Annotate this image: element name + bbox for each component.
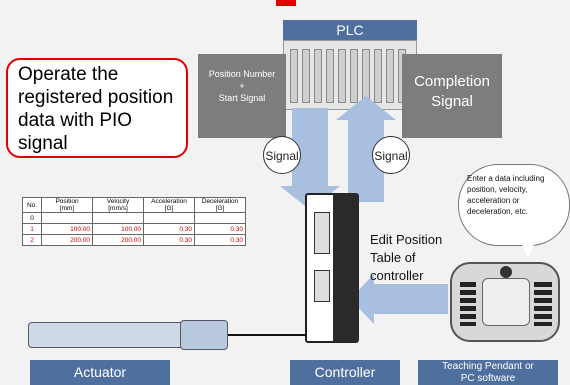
table-cell — [194, 212, 246, 224]
table-cell: 1 — [22, 223, 42, 235]
table-cell: 100.00 — [92, 223, 144, 235]
table-cell: 100.00 — [41, 223, 93, 235]
left-arrow-shaft — [372, 284, 448, 314]
table-header: Deceleration[G] — [194, 197, 246, 213]
table-cell: 0.30 — [194, 234, 246, 246]
table-cell — [143, 212, 195, 224]
signal-circle-down: Signal — [263, 136, 301, 174]
controller-side-panel — [333, 193, 359, 343]
plc-slot — [362, 49, 370, 103]
signal-label: Signal — [431, 93, 473, 110]
bubble-tail — [520, 240, 536, 258]
controller-connector — [314, 270, 330, 302]
info-bubble: Enter a data including position, velocit… — [458, 164, 570, 246]
table-cell: 0.30 — [143, 234, 195, 246]
table-cell: 0.30 — [143, 223, 195, 235]
operate-callout: Operate the registered position data wit… — [6, 58, 188, 158]
table-cell — [92, 212, 144, 224]
teaching-pendant-image — [450, 262, 560, 342]
plc-slot — [374, 49, 382, 103]
table-row: 0 — [22, 212, 246, 224]
plc-slot — [314, 49, 322, 103]
table-cell: 2 — [22, 234, 42, 246]
position-number-label: Position Number — [208, 69, 276, 79]
actuator-label: Actuator — [30, 360, 170, 385]
pendant-stop-button — [500, 266, 512, 278]
start-signal-label: Start Signal — [218, 93, 266, 103]
pendant-keys-left — [460, 282, 476, 326]
table-cell: 0.30 — [194, 223, 246, 235]
teaching-pendant-label: Teaching Pendant or PC software — [418, 360, 558, 385]
plc-slot — [350, 49, 358, 103]
table-header: Position[mm] — [41, 197, 93, 213]
table-row: 2 200.00 200.00 0.30 0.30 — [22, 234, 246, 246]
table-cell: 200.00 — [92, 234, 144, 246]
cable-line — [228, 334, 306, 336]
plus-label: + — [239, 81, 245, 91]
table-cell: 200.00 — [41, 234, 93, 246]
table-header: Acceleration[G] — [143, 197, 195, 213]
pendant-keys-right — [534, 282, 552, 326]
plc-slot — [338, 49, 346, 103]
table-header-row: No. Position[mm] Velocity[mm/s] Accelera… — [22, 197, 246, 213]
up-arrow-icon — [336, 96, 396, 120]
table-row: 1 100.00 100.00 0.30 0.30 — [22, 223, 246, 235]
header-accent — [276, 0, 296, 6]
plc-slot — [290, 49, 298, 103]
completion-label: Completion — [414, 73, 490, 90]
controller-connector — [314, 212, 330, 254]
plc-slot — [302, 49, 310, 103]
completion-signal-box: Completion Signal — [402, 54, 502, 138]
plc-slot — [326, 49, 334, 103]
plc-image — [283, 40, 417, 110]
table-cell — [41, 212, 93, 224]
table-cell: 0 — [22, 212, 42, 224]
controller-label: Controller — [290, 360, 400, 385]
position-number-start-signal-box: Position Number + Start Signal — [198, 54, 286, 138]
table-header: Velocity[mm/s] — [92, 197, 144, 213]
plc-title: PLC — [283, 20, 417, 40]
position-table: No. Position[mm] Velocity[mm/s] Accelera… — [22, 197, 246, 246]
table-header: No. — [22, 197, 42, 213]
signal-circle-up: Signal — [372, 136, 410, 174]
plc-slot — [386, 49, 394, 103]
pendant-screen — [482, 278, 530, 326]
edit-position-label: Edit Position Table of controller — [370, 232, 443, 283]
actuator-motor — [180, 320, 228, 350]
